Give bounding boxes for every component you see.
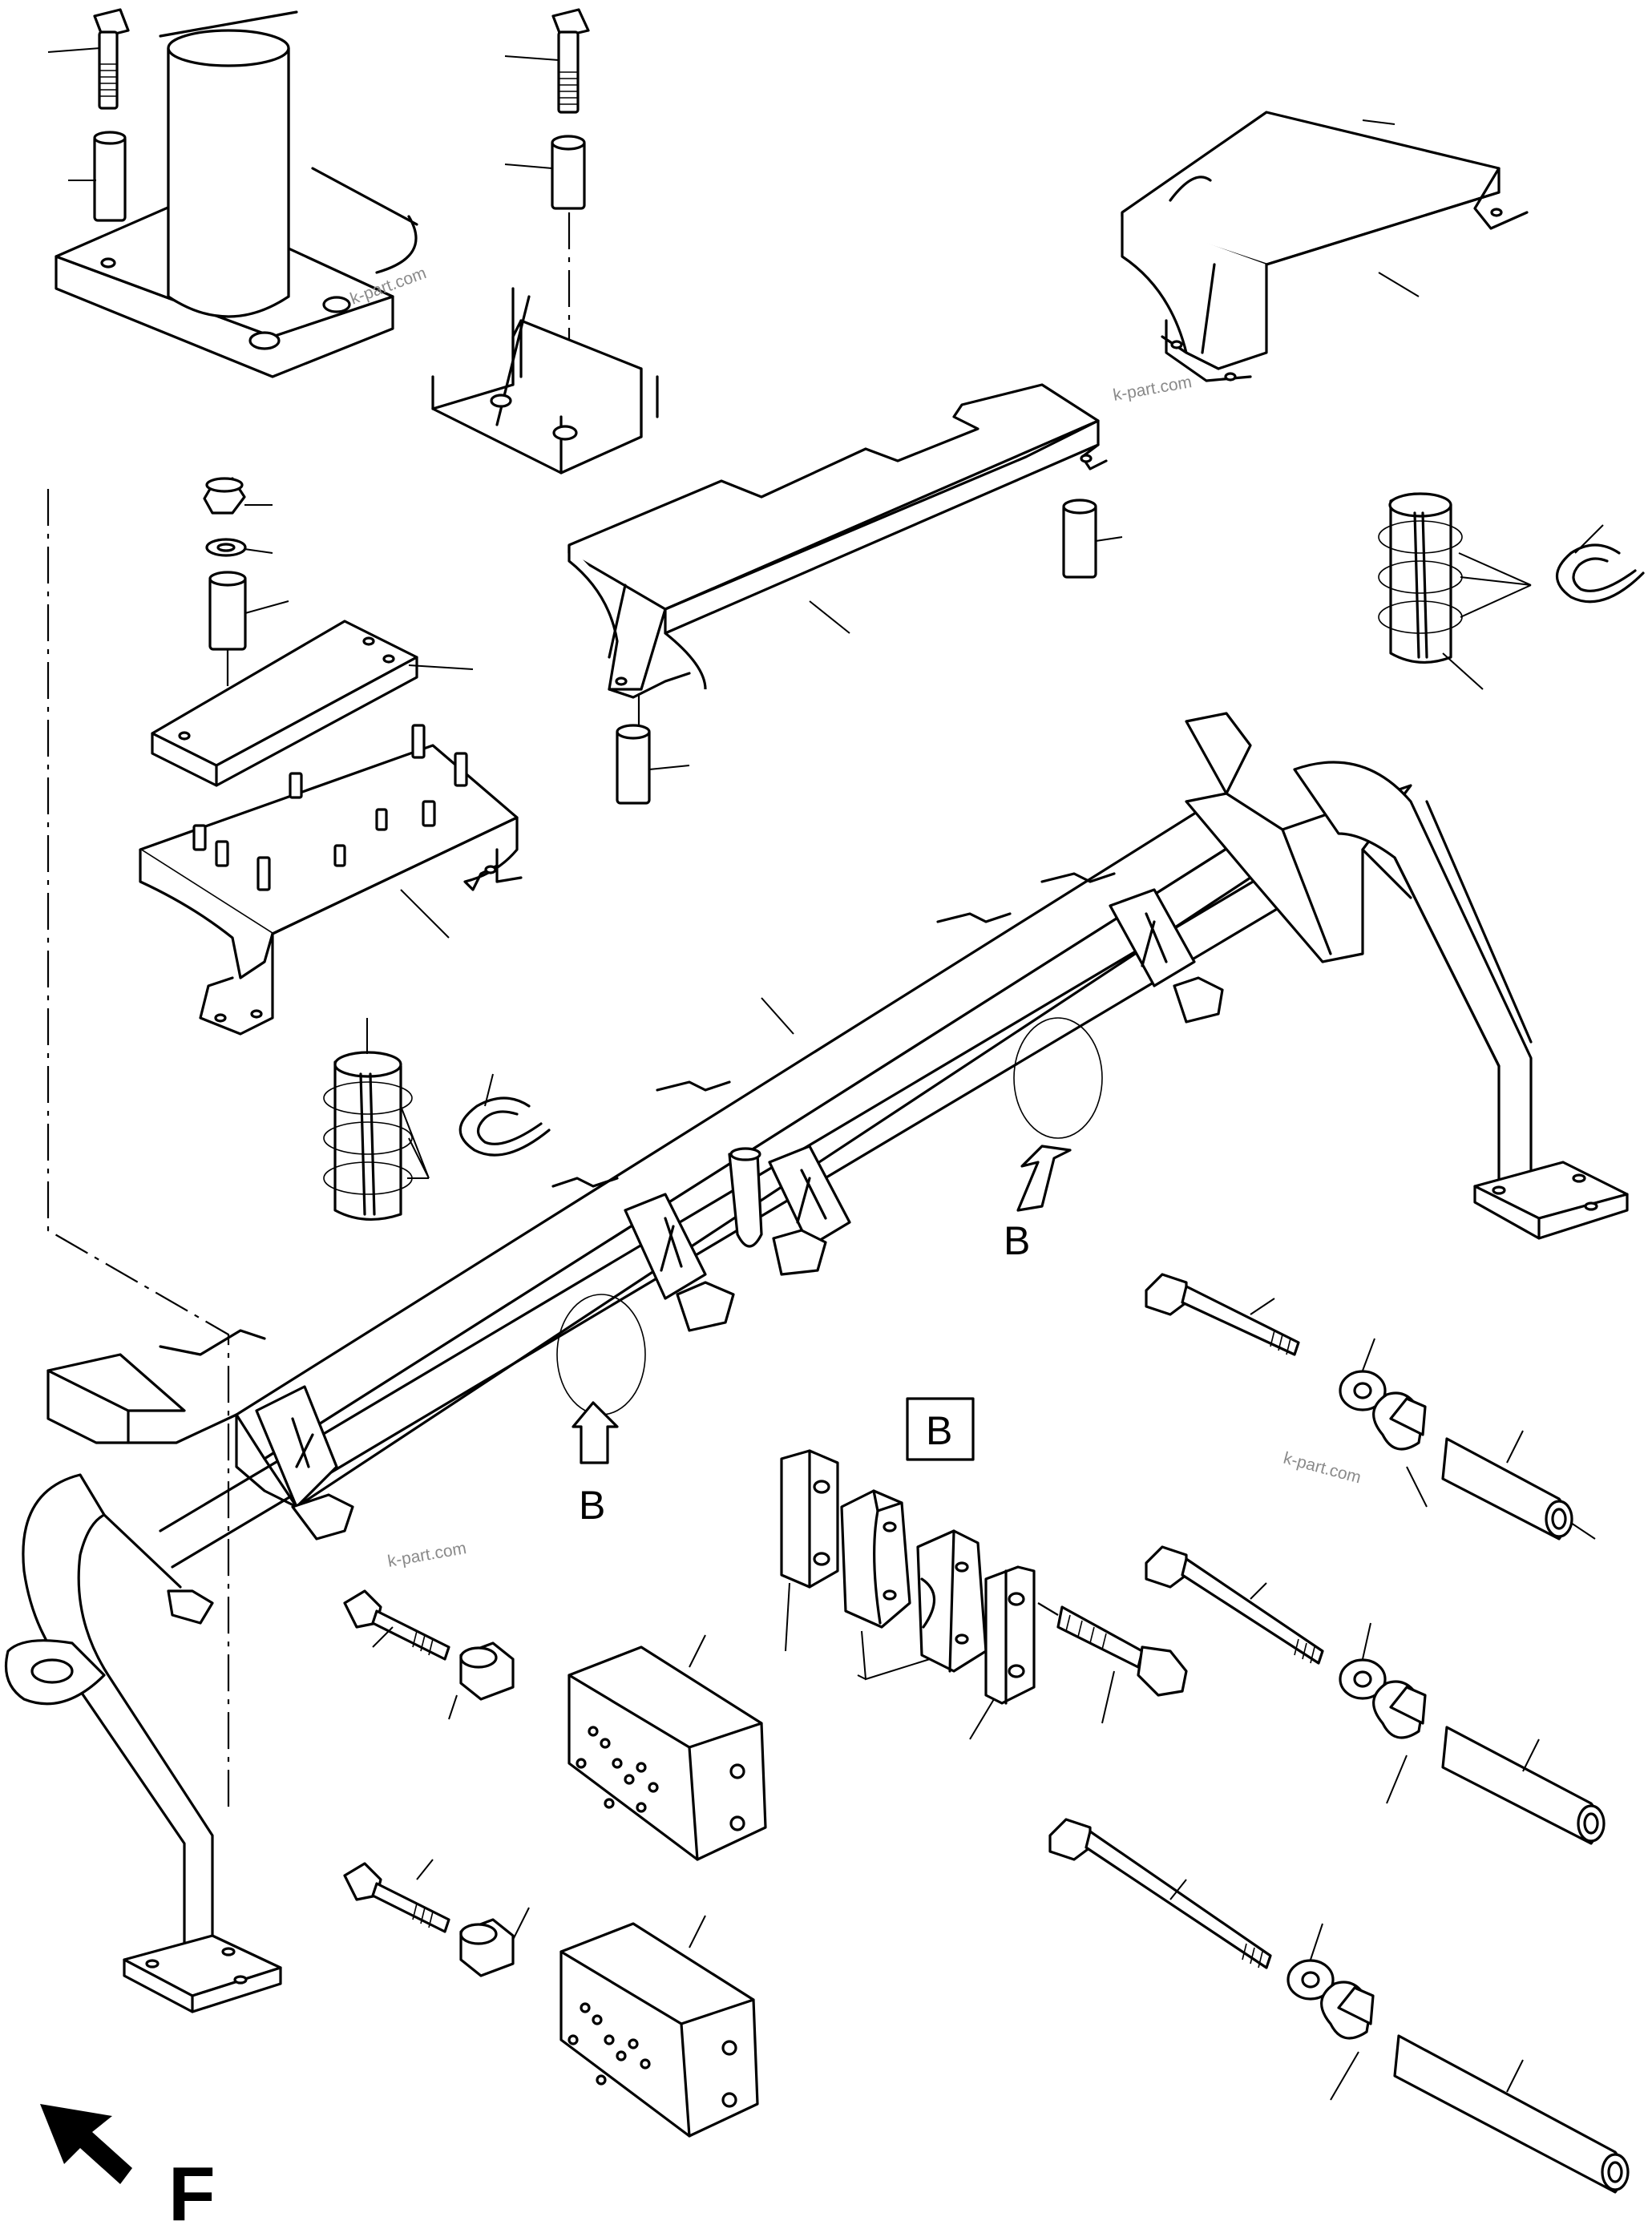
valve-ports-lower [567, 2002, 737, 2108]
bracket-bolt-center [504, 8, 590, 210]
view-arrow-b-upper: B [1004, 1145, 1072, 1263]
nut-washer-spacer-stack [203, 477, 289, 651]
front-label: F [168, 2151, 216, 2229]
valve-ports-upper [576, 1726, 745, 1831]
valve-base-plate [139, 724, 523, 1036]
view-b-callout: B [906, 1397, 975, 1461]
hex-bolt-top-left [93, 8, 130, 110]
clamp-half-left [840, 1489, 911, 1629]
view-label-b-lower: B [579, 1483, 605, 1528]
left-support-leg [4, 1473, 282, 2013]
right-support-leg [1293, 761, 1629, 1240]
spacer-top-left [93, 131, 127, 222]
watermark: k-part.com [1112, 373, 1194, 405]
watermark: k-part.com [386, 1539, 468, 1571]
clamp-plate-left [780, 1449, 839, 1652]
watermark: k-part.com [1282, 1449, 1363, 1488]
view-label-b-upper: B [1004, 1218, 1030, 1263]
upper-post-mount [55, 10, 418, 378]
valve-block-upper-assembly [343, 1589, 767, 1861]
spacer-under-cover-left [616, 693, 690, 805]
upright-bracket-center [431, 287, 659, 474]
c-clip-upper [1556, 524, 1645, 604]
front-direction-marker: F [40, 2104, 216, 2229]
clamp-set-upper [1145, 1273, 1596, 1541]
clamp-plate-right [969, 1565, 1036, 1740]
split-grommet-lower [323, 1018, 430, 1221]
long-cover-plate [567, 383, 1108, 699]
split-grommet-upper [1378, 492, 1532, 690]
view-arrow-b-lower: B [572, 1401, 619, 1528]
spacer-under-cover-right [1062, 499, 1123, 579]
c-clip-lower [458, 1073, 551, 1157]
clamp-set-lower [1048, 1818, 1630, 2194]
main-frame-beam [46, 712, 1412, 1625]
valve-studs [192, 724, 468, 891]
valve-mounting-plate-upper [151, 620, 474, 787]
valve-block-lower-assembly [343, 1859, 759, 2138]
view-b-box-label: B [926, 1408, 952, 1453]
cover-bracket-top-right [1121, 111, 1529, 382]
clamp-bolt [1037, 1602, 1188, 1724]
clamp-set-middle [1145, 1545, 1606, 1845]
